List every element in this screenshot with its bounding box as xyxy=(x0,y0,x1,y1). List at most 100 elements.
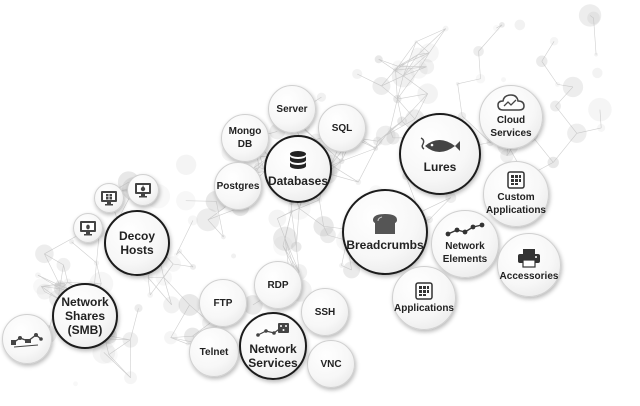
background-dot xyxy=(69,239,75,245)
accessories-label: Accessories xyxy=(499,270,559,282)
background-dot xyxy=(373,145,379,151)
background-link xyxy=(593,17,597,55)
cloud-services-node[interactable]: Cloud Services xyxy=(479,85,543,149)
background-link xyxy=(176,251,180,255)
applications-node[interactable]: Applications xyxy=(392,266,456,330)
background-dot xyxy=(73,381,78,387)
background-dot xyxy=(547,156,559,169)
background-dot xyxy=(92,341,116,364)
background-dot xyxy=(124,371,137,385)
network-elements-node[interactable]: Network Elements xyxy=(431,210,499,278)
background-link xyxy=(395,66,427,71)
monitor-windows-node[interactable] xyxy=(94,183,124,213)
background-link xyxy=(41,286,45,292)
windows-monitor-icon xyxy=(101,191,117,206)
background-link xyxy=(37,274,61,290)
server-label: Server xyxy=(276,103,308,115)
background-dot xyxy=(221,234,226,240)
background-link xyxy=(341,148,376,162)
network-shares-node[interactable]: Network Shares (SMB) xyxy=(52,283,118,349)
lures-node[interactable]: Lures xyxy=(399,113,481,195)
linux-monitor-icon xyxy=(80,221,96,236)
background-dot xyxy=(549,37,559,46)
background-link xyxy=(41,286,59,299)
breadcrumbs-node[interactable]: Breadcrumbs xyxy=(342,189,428,275)
background-link xyxy=(375,141,379,149)
breadcrumbs-label: Breadcrumbs xyxy=(346,238,424,252)
background-link xyxy=(555,105,578,134)
databases-label: Databases xyxy=(267,174,329,188)
background-dot xyxy=(588,97,612,122)
background-link xyxy=(341,265,352,271)
background-link xyxy=(282,211,292,246)
monitor-linux-node[interactable] xyxy=(73,213,103,243)
background-link xyxy=(385,118,416,136)
fish-icon xyxy=(420,137,460,152)
sql-node[interactable]: SQL xyxy=(318,104,366,152)
background-link xyxy=(319,199,324,227)
background-dot xyxy=(178,293,201,316)
postgres-node[interactable]: Postgres xyxy=(214,162,262,210)
background-dot xyxy=(343,261,361,279)
background-link xyxy=(395,41,417,71)
accessories-node[interactable]: Accessories xyxy=(497,233,561,297)
monitor-apple-node[interactable] xyxy=(127,174,159,206)
ssh-node[interactable]: SSH xyxy=(301,288,349,336)
background-link xyxy=(44,253,61,286)
background-link xyxy=(418,52,430,70)
background-dot xyxy=(555,81,560,87)
background-dot xyxy=(387,127,393,133)
background-link xyxy=(277,218,286,239)
databases-node[interactable]: Databases xyxy=(264,135,332,203)
background-link xyxy=(296,208,300,247)
background-link xyxy=(496,24,503,29)
background-link xyxy=(397,69,419,100)
decoy-hosts-node[interactable]: Decoy Hosts xyxy=(104,210,170,276)
bread-icon xyxy=(373,214,397,234)
background-link xyxy=(41,282,68,287)
background-dot xyxy=(393,67,399,73)
background-link xyxy=(378,59,399,67)
background-link xyxy=(60,282,69,290)
background-link xyxy=(395,70,398,100)
background-dot xyxy=(501,77,506,83)
background-link xyxy=(170,335,193,338)
background-dot xyxy=(316,92,327,102)
database-icon xyxy=(290,151,306,169)
mongodb-node[interactable]: Mongo DB xyxy=(221,114,269,162)
background-link xyxy=(389,129,394,138)
background-dot xyxy=(355,179,362,185)
background-dot xyxy=(185,342,189,346)
background-dot xyxy=(63,278,72,287)
server-node[interactable]: Server xyxy=(268,85,316,133)
network-services-node[interactable]: Network Services xyxy=(239,312,307,380)
vnc-node[interactable]: VNC xyxy=(307,340,355,388)
background-link xyxy=(44,291,59,299)
background-dot xyxy=(375,125,396,146)
background-link xyxy=(105,338,131,341)
background-dot xyxy=(35,244,54,264)
background-dot xyxy=(176,154,197,175)
custom-applications-node[interactable]: Custom Applications xyxy=(483,161,549,227)
ftp-node[interactable]: FTP xyxy=(199,279,247,327)
background-dot xyxy=(393,94,402,104)
background-link xyxy=(599,109,602,128)
background-dot xyxy=(134,304,143,313)
background-dot xyxy=(122,332,139,348)
background-link xyxy=(381,85,398,100)
background-link xyxy=(277,211,292,219)
background-dot xyxy=(418,59,435,75)
background-link xyxy=(291,211,297,247)
rdp-node[interactable]: RDP xyxy=(254,261,302,309)
background-dot xyxy=(567,123,587,144)
background-link xyxy=(381,75,404,87)
network-devices-node[interactable] xyxy=(2,314,52,364)
background-link xyxy=(389,121,403,131)
background-link xyxy=(402,41,417,76)
background-link xyxy=(397,98,416,120)
ssh-label: SSH xyxy=(314,306,336,318)
background-link xyxy=(397,98,403,122)
background-dot xyxy=(176,191,196,211)
telnet-node[interactable]: Telnet xyxy=(189,327,239,377)
printer-icon xyxy=(518,248,540,268)
